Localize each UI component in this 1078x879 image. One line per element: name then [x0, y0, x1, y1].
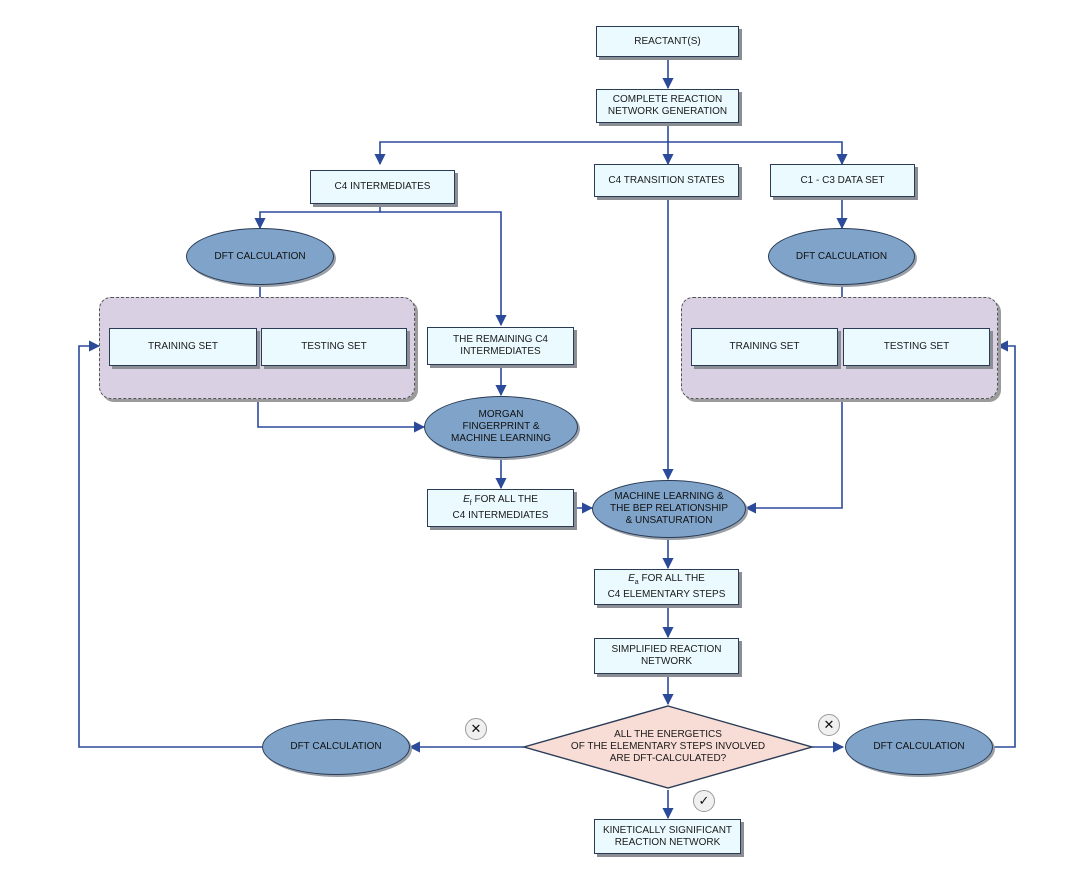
yes-badge-check-icon: ✓ [693, 790, 715, 812]
ef-c4-intermediates-box: Ef FOR ALL THE C4 INTERMEDIATES [427, 489, 574, 527]
ef-subscript: f [469, 500, 472, 507]
no-badge-left-icon: ✕ [465, 718, 487, 740]
ml-bep-ellipse: MACHINE LEARNING & THE BEP RELATIONSHIP … [592, 480, 746, 538]
loop-right [993, 340, 1016, 748]
dft-calculation-bottom-right: DFT CALCULATION [845, 719, 993, 775]
arrow-c4int-to-dft [254, 205, 381, 230]
training-set-right-box: TRAINING SET [691, 328, 838, 366]
c4-transition-states-box: C4 TRANSITION STATES [594, 164, 739, 197]
testing-set-left-box: TESTING SET [261, 328, 407, 366]
c4-intermediates-box: C4 INTERMEDIATES [310, 170, 455, 204]
ea-subscript: a [634, 579, 639, 586]
ea-symbol: E [628, 573, 635, 584]
branch-line [374, 124, 669, 166]
decision-diamond [521, 705, 815, 789]
no-badge-right-icon: ✕ [818, 714, 840, 736]
ef-symbol: E [463, 494, 470, 505]
arrow-c4int-to-remaining [380, 211, 507, 327]
ef-label: FOR ALL THE C4 INTERMEDIATES [452, 494, 549, 521]
kinetically-significant-box: KINETICALLY SIGNIFICANT REACTION NETWORK [594, 819, 741, 854]
reactants-box: REACTANT(S) [596, 26, 739, 57]
dft-calculation-left: DFT CALCULATION [186, 228, 334, 285]
training-set-left-box: TRAINING SET [109, 328, 257, 366]
dft-calculation-bottom-left: DFT CALCULATION [262, 719, 410, 775]
remaining-c4-box: THE REMAINING C4 INTERMEDIATES [427, 327, 574, 365]
ea-label: FOR ALL THE C4 ELEMENTARY STEPS [607, 573, 726, 600]
ea-c4-steps-box: Ea FOR ALL THE C4 ELEMENTARY STEPS [594, 569, 739, 605]
dft-calculation-right: DFT CALCULATION [768, 228, 915, 285]
loop-left [78, 340, 262, 748]
simplified-network-box: SIMPLIFIED REACTION NETWORK [594, 638, 739, 674]
decision-label: ALL THE ENERGETICS OF THE ELEMENTARY STE… [570, 729, 766, 764]
testing-set-right-box: TESTING SET [843, 328, 990, 366]
morgan-ml-ellipse: MORGAN FINGERPRINT & MACHINE LEARNING [424, 396, 578, 458]
complete-network-box: COMPLETE REACTION NETWORK GENERATION [596, 89, 739, 123]
c1-c3-data-set-box: C1 - C3 DATA SET [770, 164, 915, 197]
